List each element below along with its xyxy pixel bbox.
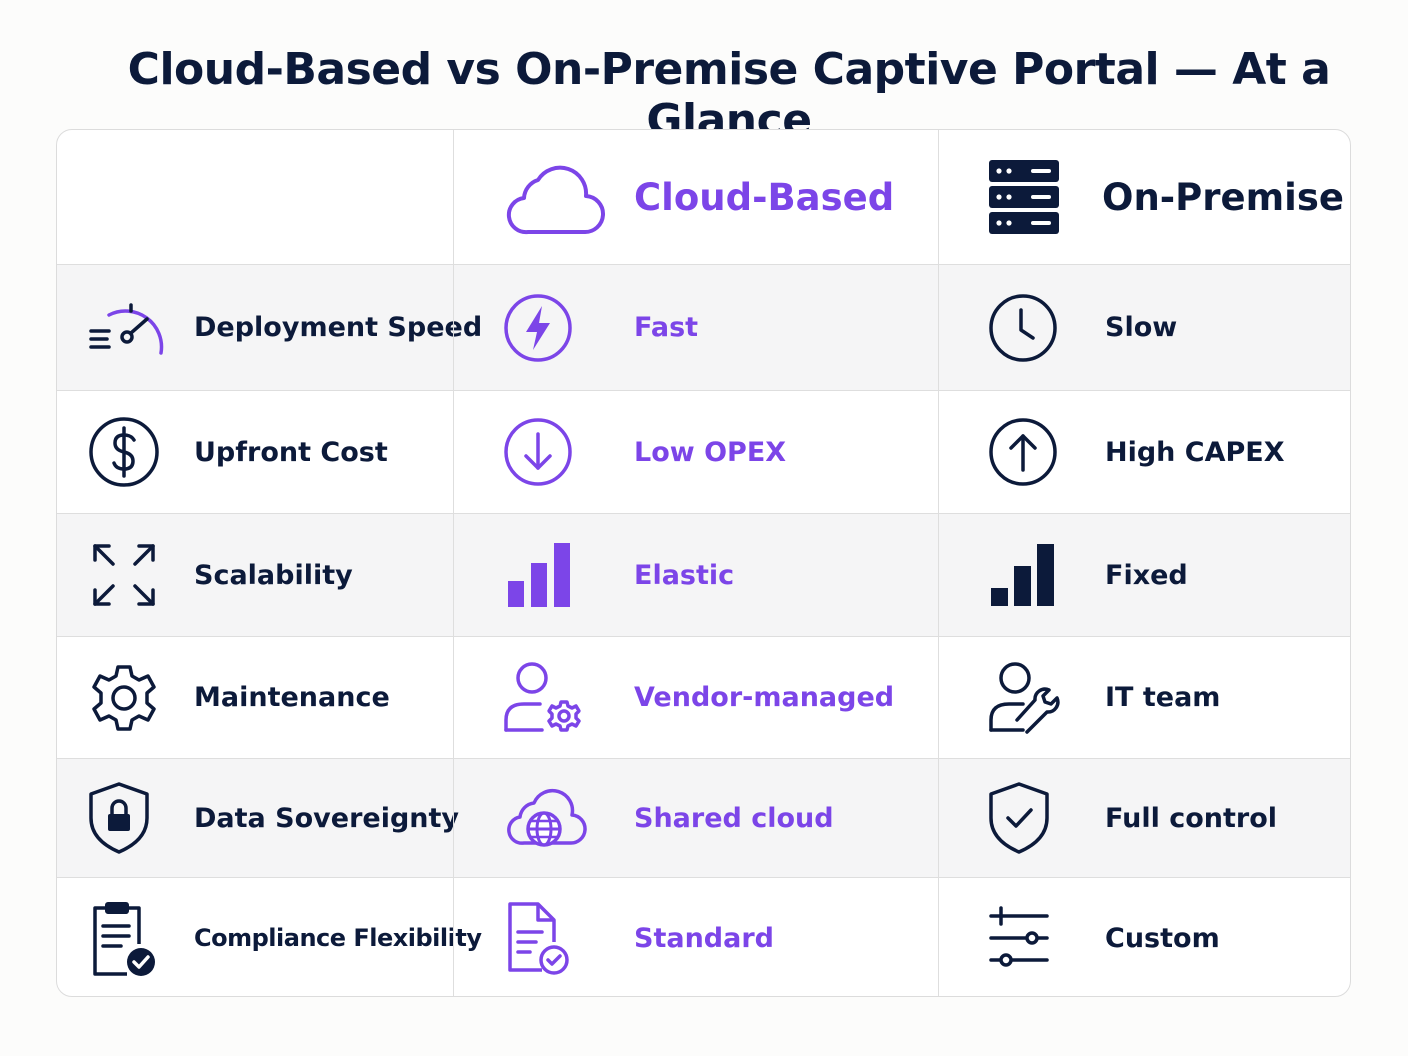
shield-lock-icon bbox=[89, 782, 149, 854]
feature-label: Data Sovereignty bbox=[194, 802, 460, 834]
bar-chart-icon bbox=[991, 544, 1054, 606]
header-onprem-label: On-Premise bbox=[1102, 175, 1344, 219]
cloud-value-cell: Standard bbox=[453, 878, 938, 996]
cloud-value-label: Shared cloud bbox=[634, 802, 834, 834]
cloud-value-cell: Vendor-managed bbox=[453, 637, 938, 758]
feature-cell: Data Sovereignty bbox=[57, 759, 459, 877]
clipboard-check-icon bbox=[93, 902, 155, 976]
onprem-value-cell: Fixed bbox=[938, 514, 1350, 636]
onprem-value-cell: High CAPEX bbox=[938, 391, 1350, 513]
cloud-icon bbox=[506, 165, 606, 235]
cloud-value-cell: Shared cloud bbox=[453, 759, 938, 877]
table-row: Compliance Flexibility Standard bbox=[57, 878, 1350, 996]
feature-cell: Maintenance bbox=[57, 637, 453, 758]
feature-cell: Scalability bbox=[57, 514, 453, 636]
onprem-value-label: Fixed bbox=[1105, 559, 1188, 591]
onprem-value-cell: Full control bbox=[938, 759, 1350, 877]
header-empty-cell bbox=[57, 130, 453, 264]
feature-cell: Deployment Speed bbox=[57, 265, 482, 390]
comparison-table: Cloud-Based On-Premise bbox=[56, 129, 1351, 997]
onprem-value-label: Slow bbox=[1105, 312, 1178, 343]
user-wrench-icon bbox=[989, 661, 1060, 734]
header-row: Cloud-Based On-Premise bbox=[57, 130, 1350, 265]
header-cloud-label: Cloud-Based bbox=[634, 175, 895, 219]
table-row: Deployment Speed Fast Slow bbox=[57, 265, 1350, 391]
feature-cell: Compliance Flexibility bbox=[57, 878, 482, 996]
onprem-value-label: Custom bbox=[1105, 922, 1220, 954]
cloud-value-cell: Low OPEX bbox=[453, 391, 938, 513]
onprem-value-label: High CAPEX bbox=[1105, 436, 1285, 468]
cloud-value-label: Fast bbox=[634, 312, 699, 343]
feature-label: Scalability bbox=[194, 559, 353, 591]
onprem-value-cell: Slow bbox=[938, 265, 1350, 390]
feature-label: Maintenance bbox=[194, 682, 390, 713]
cloud-value-label: Elastic bbox=[634, 559, 735, 591]
onprem-value-cell: IT team bbox=[938, 637, 1350, 758]
dollar-icon bbox=[89, 417, 159, 487]
clock-icon bbox=[989, 293, 1057, 362]
table-row: Upfront Cost Low OPEX High CAPEX bbox=[57, 391, 1350, 514]
document-check-icon bbox=[508, 902, 569, 975]
onprem-value-cell: Custom bbox=[938, 878, 1350, 996]
table-row: Maintenance Vendor-managed bbox=[57, 637, 1350, 759]
lightning-icon bbox=[504, 293, 572, 362]
sliders-icon bbox=[989, 906, 1049, 967]
header-onprem-cell: On-Premise bbox=[938, 130, 1350, 264]
arrow-down-icon bbox=[504, 418, 572, 486]
page-title: Cloud-Based vs On-Premise Captive Portal… bbox=[127, 44, 1331, 146]
gear-icon bbox=[92, 664, 156, 731]
feature-cell: Upfront Cost bbox=[57, 391, 453, 513]
shield-check-icon bbox=[989, 782, 1049, 854]
table-row: Scalability Elastic Fixed bbox=[57, 514, 1350, 637]
cloud-value-label: Vendor-managed bbox=[634, 682, 895, 713]
speedometer-icon bbox=[89, 302, 164, 355]
arrow-up-icon bbox=[989, 418, 1057, 486]
cloud-value-cell: Fast bbox=[453, 265, 938, 390]
cloud-value-label: Low OPEX bbox=[634, 436, 787, 468]
user-gear-icon bbox=[504, 661, 581, 732]
cloud-globe-icon bbox=[507, 788, 587, 847]
feature-label: Compliance Flexibility bbox=[194, 924, 482, 952]
table-row: Data Sovereignty Shared cloud Fu bbox=[57, 759, 1350, 878]
bar-chart-icon bbox=[508, 543, 570, 607]
header-cloud-cell: Cloud-Based bbox=[453, 130, 938, 264]
onprem-value-label: IT team bbox=[1105, 682, 1221, 713]
expand-icon bbox=[93, 544, 155, 606]
feature-label: Upfront Cost bbox=[194, 436, 388, 468]
onprem-value-label: Full control bbox=[1105, 802, 1278, 834]
cloud-value-label: Standard bbox=[634, 922, 774, 954]
feature-label: Deployment Speed bbox=[194, 312, 483, 343]
server-rack-icon bbox=[989, 160, 1059, 234]
cloud-value-cell: Elastic bbox=[453, 514, 938, 636]
